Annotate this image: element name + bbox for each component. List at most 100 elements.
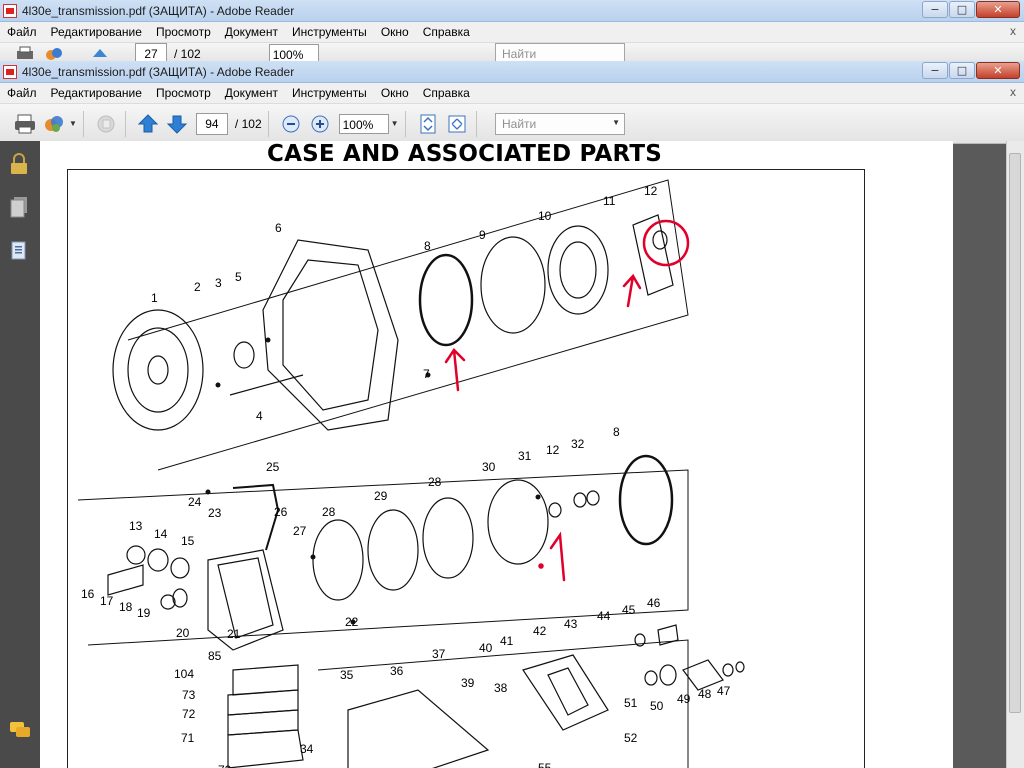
callout-23: 23: [208, 506, 222, 520]
scrollbar-thumb[interactable]: [1009, 153, 1021, 713]
background-close-button[interactable]: ✕: [976, 1, 1020, 18]
menu-close-document[interactable]: x: [1010, 85, 1016, 99]
callout-72: 72: [182, 707, 196, 721]
pdf-file-icon: [3, 64, 17, 79]
part-47: [735, 661, 745, 673]
close-button[interactable]: ✕: [976, 62, 1020, 79]
background-zoom-select[interactable]: 100%: [268, 43, 319, 64]
callout-39: 39: [461, 676, 475, 690]
disabled-tool-icon: [93, 111, 119, 137]
callout-26: 26: [274, 505, 288, 519]
plate-43: [522, 654, 609, 731]
attachments-icon[interactable]: [9, 239, 29, 261]
background-menu-edit[interactable]: Редактирование: [50, 25, 142, 39]
background-menu-document[interactable]: Документ: [224, 25, 278, 39]
fit-page-icon[interactable]: [415, 111, 441, 137]
menu-view[interactable]: Просмотр: [155, 86, 211, 100]
callout-14: 14: [154, 527, 168, 541]
background-nav-icon[interactable]: [87, 43, 113, 64]
annotation-arrow-1: [444, 348, 466, 392]
share-icon[interactable]: [41, 111, 67, 137]
menu-help[interactable]: Справка: [422, 86, 470, 100]
background-page-input[interactable]: 27: [135, 43, 167, 64]
zoom-out-icon[interactable]: [278, 111, 304, 137]
part-45: [657, 624, 679, 646]
background-menu-view[interactable]: Просмотр: [155, 25, 211, 39]
callout-49: 49: [677, 692, 691, 706]
pages-icon[interactable]: [9, 196, 29, 218]
menu-window[interactable]: Окно: [380, 86, 409, 100]
callout-55: 55: [538, 761, 552, 768]
ring-12-top: [652, 230, 668, 250]
background-maximize-button[interactable]: □: [949, 1, 975, 18]
spring-16: [107, 564, 144, 596]
background-menu-tools[interactable]: Инструменты: [291, 25, 367, 39]
page-number-input[interactable]: 94: [195, 112, 228, 135]
fit-width-icon[interactable]: [444, 111, 470, 137]
toolbar-separator: [267, 110, 269, 137]
toolbar-separator: [475, 110, 477, 137]
print-icon[interactable]: [12, 111, 38, 137]
background-menu-help[interactable]: Справка: [422, 25, 470, 39]
callout-11: 11: [603, 194, 616, 208]
o-ring-8-top: [418, 253, 474, 347]
share-dropdown-icon[interactable]: ▼: [69, 119, 77, 128]
menu-edit[interactable]: Редактирование: [50, 86, 142, 100]
callout-4: 4: [256, 409, 263, 423]
parts-drawing: 1 2 3 4 5 6 7 8 9 10 11 12 13 14 15 16 1…: [77, 179, 745, 768]
background-share-icon[interactable]: [41, 43, 67, 64]
callout-8b: 8: [613, 425, 620, 439]
callout-19: 19: [137, 606, 151, 620]
callout-43: 43: [564, 617, 578, 631]
callout-16: 16: [81, 587, 95, 601]
background-find-input[interactable]: Найти: [495, 43, 625, 64]
part-18: [160, 594, 176, 610]
vertical-scrollbar[interactable]: [1006, 141, 1024, 768]
find-dropdown-icon[interactable]: ▼: [612, 118, 620, 127]
previous-page-icon[interactable]: [135, 111, 161, 137]
find-input[interactable]: Найти ▼: [495, 113, 625, 135]
annotation-arrow-2: [622, 273, 642, 308]
lock-icon[interactable]: [9, 153, 29, 175]
callout-85: 85: [208, 649, 222, 663]
callout-2: 2: [194, 280, 201, 294]
next-page-icon[interactable]: [164, 111, 190, 137]
callout-73: 73: [182, 688, 196, 702]
maximize-button[interactable]: □: [949, 62, 975, 79]
background-minimize-button[interactable]: −: [922, 1, 948, 18]
exploded-parts-diagram: 1 2 3 4 5 6 7 8 9 10 11 12 13 14 15 16 1…: [67, 169, 865, 768]
zoom-select[interactable]: 100%: [338, 113, 389, 134]
callout-44: 44: [597, 609, 611, 623]
ring-12-bottom: [548, 502, 562, 518]
background-find-placeholder: Найти: [502, 47, 537, 61]
background-menu-close[interactable]: x: [1010, 24, 1016, 38]
toolbar-separator: [404, 110, 406, 137]
background-menu-file[interactable]: Файл: [7, 25, 37, 39]
background-window: 4l30e_transmission.pdf (ЗАЩИТА) - Adobe …: [0, 0, 1024, 65]
zoom-dropdown-icon[interactable]: ▼: [390, 119, 399, 128]
pump-30: [487, 479, 549, 565]
menu-tools[interactable]: Инструменты: [291, 86, 367, 100]
gasket-11: [632, 214, 674, 296]
minimize-button[interactable]: −: [922, 62, 948, 79]
background-print-icon[interactable]: [12, 43, 38, 64]
callout-29: 29: [374, 489, 388, 503]
callout-1: 1: [151, 291, 158, 305]
callout-15: 15: [181, 534, 195, 548]
upper-assembly-frame: [127, 179, 689, 471]
callout-20: 20: [176, 626, 190, 640]
annotation-mark-3: [549, 531, 566, 582]
background-menu-window[interactable]: Окно: [380, 25, 409, 39]
callout-35: 35: [340, 668, 354, 682]
callout-104: 104: [174, 667, 194, 681]
zoom-in-icon[interactable]: [307, 111, 333, 137]
valve-body-71: [227, 729, 304, 768]
callout-12b: 12: [546, 443, 560, 457]
comments-icon[interactable]: [9, 719, 30, 741]
menu-document[interactable]: Документ: [224, 86, 278, 100]
callout-42: 42: [533, 624, 547, 638]
menu-file[interactable]: Файл: [7, 86, 37, 100]
callout-45: 45: [622, 603, 636, 617]
document-page: CASE AND ASSOCIATED PARTS: [40, 141, 953, 768]
callout-41: 41: [500, 634, 514, 648]
